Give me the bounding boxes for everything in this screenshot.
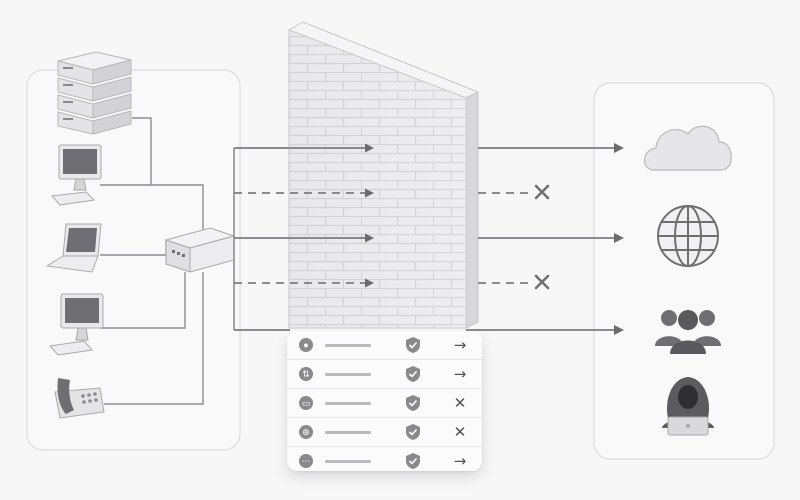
firewall-rule-row: ⇅→ (287, 360, 482, 389)
globe-icon (657, 205, 719, 267)
users-group-icon (655, 310, 721, 354)
network-switch-icon (164, 227, 236, 273)
desktop-computer-icon (50, 144, 102, 206)
firewall-rule-row: ⊕✕ (287, 418, 482, 447)
monitor-icon: ▭ (299, 396, 313, 410)
blocked-x-icon (534, 274, 550, 290)
shield-check-icon (406, 395, 420, 411)
globe-small-icon: ⊕ (299, 425, 313, 439)
desktop-computer-icon (49, 293, 104, 356)
cloud-icon (643, 125, 732, 171)
rule-description-placeholder (325, 373, 371, 376)
laptop-icon (45, 223, 102, 273)
shield-check-icon (406, 453, 420, 469)
firewall-rules-table: ●→⇅→▭✕⊕✕⋯→ (287, 331, 482, 471)
external-network-panel (593, 82, 775, 460)
flow-lines (234, 143, 624, 335)
firewall-rule-row: ●→ (287, 331, 482, 360)
rule-description-placeholder (325, 344, 371, 347)
rule-description-placeholder (325, 460, 371, 463)
blocked-x-icon (534, 184, 550, 200)
allow-arrow-icon: → (453, 336, 467, 354)
shield-check-icon (406, 366, 420, 382)
firewall-rule-row: ⋯→ (287, 447, 482, 471)
shield-check-icon (406, 337, 420, 353)
hooded-hacker-icon (662, 377, 714, 436)
server-stack-icon (57, 51, 132, 135)
shield-check-icon (406, 424, 420, 440)
allow-arrow-icon: → (453, 365, 467, 383)
firewall-wall (287, 21, 480, 329)
transfer-icon: ⇅ (299, 367, 313, 381)
rule-description-placeholder (325, 431, 371, 434)
rule-description-placeholder (325, 402, 371, 405)
desk-phone-icon (54, 378, 105, 419)
allow-arrow-icon: → (453, 452, 467, 470)
block-x-icon: ✕ (453, 394, 467, 412)
firewall-rule-row: ▭✕ (287, 389, 482, 418)
more-icon: ⋯ (299, 454, 313, 468)
user-icon: ● (299, 338, 313, 352)
block-x-icon: ✕ (453, 423, 467, 441)
